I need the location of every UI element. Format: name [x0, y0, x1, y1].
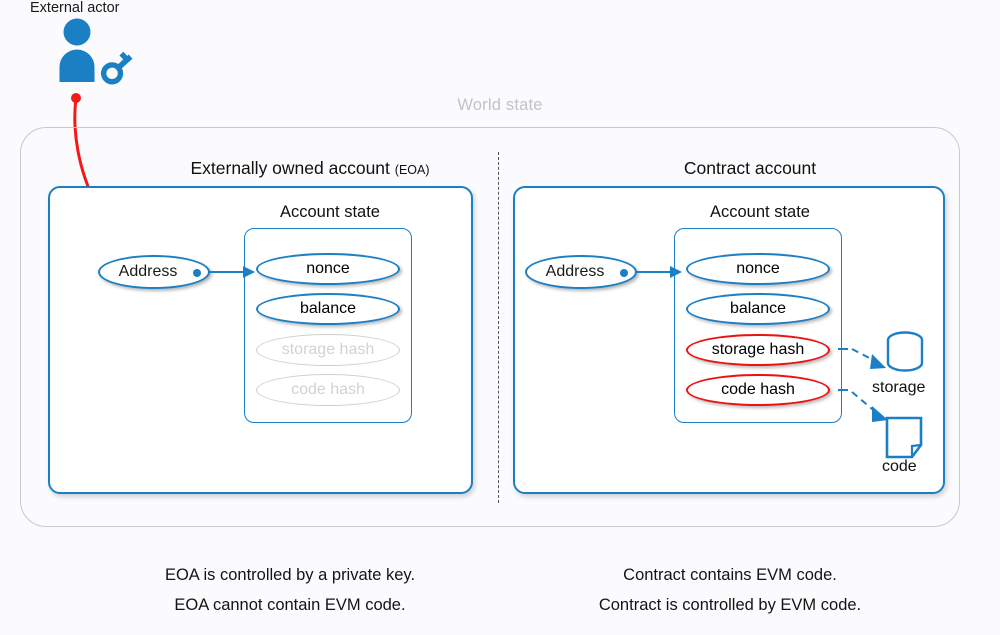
contract-account-state-title: Account state — [710, 203, 810, 221]
database-cylinder-icon — [886, 331, 924, 372]
code-label: code — [882, 458, 917, 475]
contract-address-label: Address — [545, 263, 605, 280]
contract-panel-title: Contract account — [600, 158, 900, 179]
person-icon — [59, 18, 95, 82]
eoa-field-storage-hash: storage hash — [256, 334, 400, 366]
eoa-caption: EOA is controlled by a private key. EOA … — [60, 560, 520, 620]
eoa-title-sub: (EOA) — [394, 163, 430, 177]
eoa-field-code-hash: code hash — [256, 374, 400, 406]
eoa-title-text: Externally owned account — [190, 158, 390, 178]
key-icon — [100, 51, 133, 85]
contract-field-storage-hash[interactable]: storage hash — [686, 334, 830, 366]
eoa-address-ellipse[interactable]: Address — [98, 255, 210, 289]
contract-title-text: Contract account — [683, 158, 817, 178]
contract-caption: Contract contains EVM code. Contract is … — [500, 560, 960, 620]
external-actor-group: External actor — [30, 0, 190, 115]
contract-caption-line-2: Contract is controlled by EVM code. — [598, 596, 862, 614]
contract-field-balance[interactable]: balance — [686, 293, 830, 325]
contract-caption-line-1: Contract contains EVM code. — [623, 566, 837, 584]
contract-address-connector-dot — [620, 269, 628, 277]
world-state-container — [20, 127, 960, 527]
eoa-field-nonce[interactable]: nonce — [256, 253, 400, 285]
eoa-caption-line-1: EOA is controlled by a private key. — [164, 566, 416, 584]
contract-address-ellipse[interactable]: Address — [525, 255, 637, 289]
document-page-icon — [885, 416, 923, 459]
eoa-field-balance[interactable]: balance — [256, 293, 400, 325]
storage-label: storage — [872, 379, 926, 396]
eoa-panel-title: Externally owned account (EOA) — [150, 158, 470, 179]
contract-address-arrow — [636, 266, 682, 278]
eoa-address-label: Address — [118, 263, 178, 280]
panel-divider — [498, 152, 499, 503]
contract-field-nonce[interactable]: nonce — [686, 253, 830, 285]
eoa-address-connector-dot — [193, 269, 201, 277]
eoa-address-arrow — [209, 266, 255, 278]
world-state-label: World state — [457, 96, 543, 114]
external-actor-label: External actor — [30, 0, 120, 16]
eoa-caption-line-2: EOA cannot contain EVM code. — [174, 596, 406, 614]
eoa-account-state-title: Account state — [280, 203, 380, 221]
contract-field-code-hash[interactable]: code hash — [686, 374, 830, 406]
